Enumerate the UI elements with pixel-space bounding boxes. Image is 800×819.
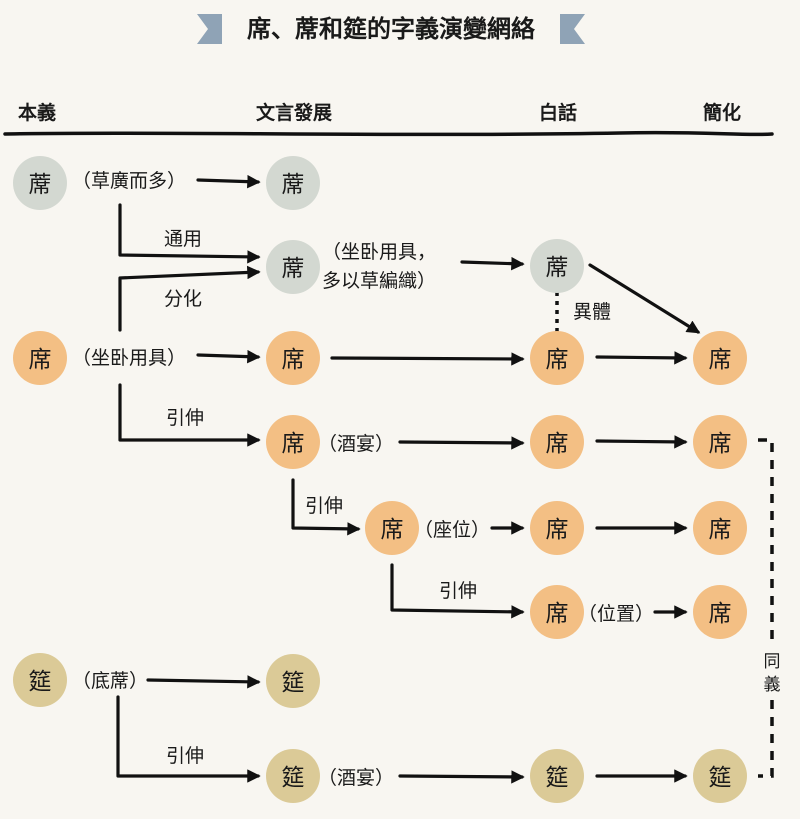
- header-original: 本義: [18, 101, 56, 124]
- svg-text:蓆: 蓆: [29, 172, 52, 198]
- meaning-sit-lie-line1: （坐卧用具，: [322, 241, 436, 263]
- svg-text:席: 席: [546, 347, 569, 373]
- label-yinshen-2: 引伸: [305, 495, 343, 517]
- arrow-tongyong: [118, 203, 261, 264]
- svg-text:筵: 筵: [29, 669, 52, 695]
- arrow-yinshen-seat: [291, 478, 361, 536]
- svg-text:席: 席: [546, 431, 569, 457]
- svg-text:筵: 筵: [282, 670, 305, 696]
- meaning-sit-lie-line2: 多以草編織）: [322, 270, 436, 292]
- node-yan-original: 筵: [13, 653, 67, 707]
- meaning-sit-lie: （坐卧用具）: [72, 347, 186, 369]
- node-xi-classical: 席: [266, 331, 320, 385]
- node-xi-seat-simplified: 席: [693, 501, 747, 555]
- arrow-gray2-to-gray3: [460, 256, 525, 271]
- label-tongyong: 通用: [164, 228, 202, 250]
- node-yan-banquet-classical: 筵: [266, 749, 320, 803]
- arrow-yinshen-position: [390, 563, 525, 619]
- svg-text:席: 席: [546, 517, 569, 543]
- arrow-grass-to-xi-gray: [196, 174, 261, 189]
- svg-text:蓆: 蓆: [282, 256, 305, 282]
- svg-text:筵: 筵: [282, 765, 305, 791]
- label-yinshen-3: 引伸: [439, 580, 477, 602]
- connectors: [116, 174, 774, 784]
- node-xi-position-simplified: 席: [693, 585, 747, 639]
- arrow-gray3-to-simplified: [588, 263, 701, 334]
- node-xi-seat-vernacular: 席: [530, 501, 584, 555]
- label-fenhua: 分化: [164, 288, 202, 310]
- edge-labels: 通用 分化 引伸 引伸 引伸 引伸 異體 同 義: [164, 228, 787, 767]
- header-classical: 文言發展: [256, 101, 332, 124]
- meaning-seat: （座位）: [414, 519, 490, 541]
- svg-text:席: 席: [709, 347, 732, 373]
- svg-text:席: 席: [282, 431, 305, 457]
- arrow-yan-banquet-to-vernacular: [398, 770, 525, 784]
- node-xi-simplified: 席: [693, 331, 747, 385]
- arrow-yinshen-banquet: [118, 383, 261, 447]
- arrow-yinshen-yan-banquet: [116, 695, 261, 783]
- page-title: 席、蓆和筵的字義演變網絡: [247, 14, 536, 43]
- svg-text:席: 席: [282, 347, 305, 373]
- meaning-grass-thick: （草廣而多）: [72, 170, 186, 192]
- svg-text:席: 席: [709, 601, 732, 627]
- node-xi-seat-classical: 席: [365, 501, 419, 555]
- label-yinshen-4: 引伸: [166, 745, 204, 767]
- meaning-bottom-mat: （底蓆）: [72, 670, 148, 692]
- node-xi-banquet-classical: 席: [266, 415, 320, 469]
- node-xi-gray-vernacular: 蓆: [530, 239, 584, 293]
- arrow-xi-classical-to-vernacular: [330, 352, 525, 366]
- node-xi-gray-classical-2: 蓆: [266, 240, 320, 294]
- arrow-banquet-to-simplified: [595, 435, 688, 449]
- arrow-fenhua: [118, 265, 261, 332]
- node-xi-banquet-simplified: 席: [693, 415, 747, 469]
- header-vernacular: 白話: [539, 101, 577, 124]
- node-yan-classical: 筵: [266, 654, 320, 708]
- node-xi-banquet-vernacular: 席: [530, 415, 584, 469]
- label-tongyi: 同 義: [757, 646, 787, 696]
- node-yan-banquet-simplified: 筵: [693, 749, 747, 803]
- node-yan-banquet-vernacular: 筵: [530, 749, 584, 803]
- meaning-banquet-1: （酒宴）: [318, 432, 394, 455]
- title-banner: 席、蓆和筵的字義演變網絡: [197, 14, 585, 44]
- svg-text:蓆: 蓆: [282, 172, 305, 198]
- svg-text:席: 席: [546, 601, 569, 627]
- svg-text:席: 席: [709, 431, 732, 457]
- label-yinshen-1: 引伸: [166, 407, 204, 429]
- meaning-banquet-2: （酒宴）: [318, 766, 394, 789]
- banner-right-ribbon: [560, 14, 585, 44]
- node-xi-original: 席: [13, 331, 67, 385]
- svg-text:席: 席: [29, 347, 52, 373]
- node-xi-gray-classical-1: 蓆: [266, 156, 320, 210]
- meaning-position: （位置）: [578, 603, 654, 625]
- arrow-sitlie-to-xi: [196, 349, 261, 364]
- banner-left-ribbon: [197, 14, 222, 44]
- node-xi-position-vernacular: 席: [530, 585, 584, 639]
- label-yiti: 異體: [573, 301, 611, 323]
- meaning-texts: （草廣而多） （坐卧用具， 多以草編織） （坐卧用具） （酒宴） （座位） （位…: [72, 170, 654, 789]
- label-tongyi-char-2: 義: [764, 675, 781, 695]
- column-headers: 本義 文言發展 白話 簡化: [3, 101, 774, 137]
- svg-text:蓆: 蓆: [546, 255, 569, 281]
- svg-text:筵: 筵: [709, 765, 732, 791]
- label-tongyi-char-1: 同: [764, 652, 781, 672]
- arrow-bottommat-to-yan: [146, 675, 261, 689]
- header-simplified: 簡化: [703, 101, 741, 124]
- node-xi-gray-original: 蓆: [13, 156, 67, 210]
- character-nodes: 蓆 蓆 蓆 蓆 席 席 席 席: [13, 156, 747, 803]
- svg-text:席: 席: [381, 517, 404, 543]
- arrow-xi-vernacular-to-simplified: [595, 351, 688, 365]
- arrow-banquet-to-vernacular: [398, 436, 525, 450]
- synonym-bracket-top: [758, 438, 774, 640]
- header-divider: [3, 130, 774, 137]
- svg-text:筵: 筵: [546, 765, 569, 791]
- synonym-bracket-bottom: [758, 700, 774, 778]
- node-xi-vernacular: 席: [530, 331, 584, 385]
- svg-text:席: 席: [709, 517, 732, 543]
